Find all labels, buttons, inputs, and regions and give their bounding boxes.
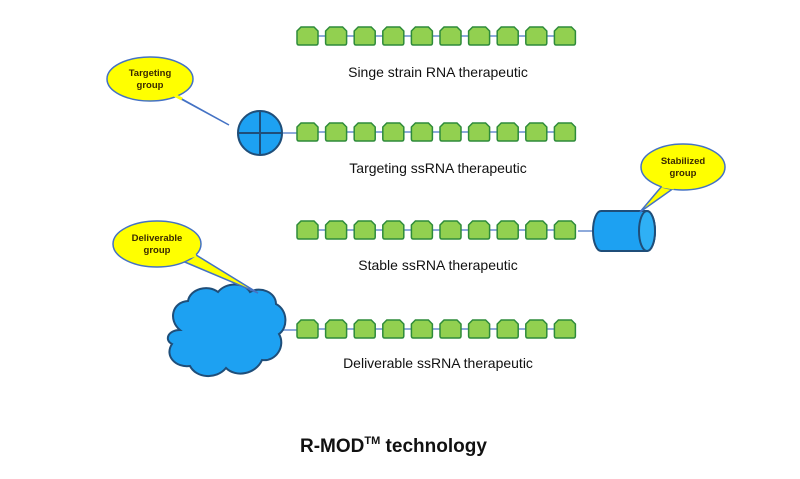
strand-1: Singe strain RNA therapeutic bbox=[296, 26, 577, 80]
nucleotide-bead bbox=[467, 220, 491, 240]
nucleotide-bead bbox=[553, 122, 577, 142]
nucleotide-bead bbox=[296, 220, 319, 240]
nucleotide-bead bbox=[324, 122, 348, 142]
nucleotide-bead bbox=[439, 319, 462, 339]
nucleotide-bead bbox=[324, 26, 348, 46]
callout-deliverable-line1: Deliverable bbox=[132, 233, 183, 244]
nucleotide-bead bbox=[525, 319, 548, 339]
nucleotide-bead bbox=[410, 122, 434, 142]
strand-label-4: Deliverable ssRNA therapeutic bbox=[343, 355, 533, 371]
strand-2: Targeting ssRNA therapeutic bbox=[237, 110, 577, 176]
cloud-icon bbox=[166, 283, 287, 377]
nucleotide-bead bbox=[353, 319, 376, 339]
nucleotide-bead bbox=[296, 122, 319, 142]
cylinder-icon bbox=[592, 210, 656, 252]
callout-stabilized: Stabilized group bbox=[639, 143, 726, 213]
strand-3: Stable ssRNA therapeutic bbox=[296, 210, 656, 273]
nucleotide-bead bbox=[439, 122, 462, 142]
nucleotide-bead bbox=[553, 26, 577, 46]
nucleotide-bead bbox=[525, 122, 548, 142]
nucleotide-bead bbox=[382, 220, 405, 240]
nucleotide-bead bbox=[353, 220, 376, 240]
callout-deliverable: Deliverable group bbox=[112, 220, 259, 294]
nucleotide-chain-4 bbox=[296, 319, 577, 339]
nucleotide-bead bbox=[324, 319, 348, 339]
footer-title: R-MODTM technology bbox=[300, 435, 487, 457]
callout-targeting-line2: group bbox=[137, 80, 164, 91]
nucleotide-bead bbox=[439, 220, 462, 240]
callout-targeting: Targeting group bbox=[106, 56, 230, 126]
strand-4: Deliverable ssRNA therapeutic bbox=[166, 283, 577, 377]
nucleotide-bead bbox=[382, 26, 405, 46]
nucleotide-bead bbox=[496, 122, 519, 142]
nucleotide-chain-2 bbox=[296, 122, 577, 142]
nucleotide-chain-1 bbox=[296, 26, 577, 46]
nucleotide-bead bbox=[296, 319, 319, 339]
nucleotide-chain-3 bbox=[296, 220, 577, 240]
nucleotide-bead bbox=[324, 220, 348, 240]
callout-stabilized-line2: group bbox=[670, 168, 697, 179]
nucleotide-bead bbox=[553, 220, 577, 240]
callout-targeting-line1: Targeting bbox=[129, 68, 172, 79]
strand-label-1: Singe strain RNA therapeutic bbox=[348, 64, 528, 80]
nucleotide-bead bbox=[439, 26, 462, 46]
nucleotide-bead bbox=[296, 26, 319, 46]
footer-title-suffix: technology bbox=[380, 436, 487, 457]
nucleotide-bead bbox=[496, 26, 519, 46]
footer-title-superscript: TM bbox=[364, 435, 380, 447]
nucleotide-bead bbox=[496, 220, 519, 240]
nucleotide-bead bbox=[353, 122, 376, 142]
nucleotide-bead bbox=[382, 319, 405, 339]
nucleotide-bead bbox=[410, 319, 434, 339]
nucleotide-bead bbox=[525, 26, 548, 46]
nucleotide-bead bbox=[467, 122, 491, 142]
callout-deliverable-line2: group bbox=[144, 245, 171, 256]
nucleotide-bead bbox=[410, 26, 434, 46]
nucleotide-bead bbox=[525, 220, 548, 240]
nucleotide-bead bbox=[353, 26, 376, 46]
nucleotide-bead bbox=[410, 220, 434, 240]
nucleotide-bead bbox=[467, 26, 491, 46]
strand-label-2: Targeting ssRNA therapeutic bbox=[349, 160, 526, 176]
footer-title-prefix: R-MOD bbox=[300, 436, 364, 457]
nucleotide-bead bbox=[382, 122, 405, 142]
circle-cross-icon bbox=[237, 110, 283, 156]
strand-label-3: Stable ssRNA therapeutic bbox=[358, 257, 518, 273]
callout-stabilized-line1: Stabilized bbox=[661, 156, 706, 167]
nucleotide-bead bbox=[467, 319, 491, 339]
nucleotide-bead bbox=[553, 319, 577, 339]
nucleotide-bead bbox=[496, 319, 519, 339]
